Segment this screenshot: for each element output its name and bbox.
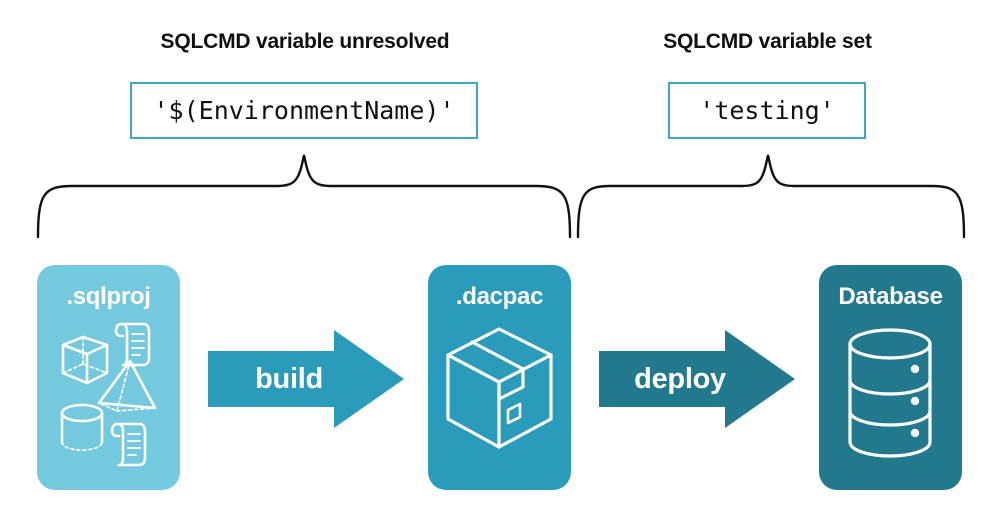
arrow-label-deploy: deploy — [634, 362, 726, 395]
brace-group — [36, 154, 966, 239]
arrow-build: build — [208, 330, 404, 428]
pyramid-icon — [97, 359, 157, 412]
group-heading-unresolved: SQLCMD variable unresolved — [160, 30, 450, 53]
sqlcmd-value-set: 'testing' — [668, 82, 866, 139]
sqlproj-artwork — [60, 322, 157, 467]
stage-label-database: Database — [838, 283, 943, 310]
brace-left-icon — [36, 154, 572, 239]
stage-box-database: Database — [819, 265, 962, 490]
cube-icon — [61, 335, 109, 385]
script-icon — [110, 422, 147, 467]
arrow-label-build: build — [255, 362, 323, 395]
arrow-deploy: deploy — [599, 330, 795, 428]
group-heading-set: SQLCMD variable set — [663, 30, 872, 53]
stage-label-sqlproj: .sqlproj — [66, 283, 151, 310]
script-icon — [114, 322, 151, 367]
database-artwork — [848, 328, 932, 458]
arrow-right-icon — [599, 330, 795, 428]
package-box-icon — [446, 327, 553, 449]
arrow-right-icon — [208, 330, 404, 428]
brace-right-icon — [576, 154, 966, 239]
stage-box-sqlproj: .sqlproj — [37, 265, 180, 490]
dacpac-artwork — [446, 327, 553, 449]
stage-box-dacpac: .dacpac — [428, 265, 571, 490]
sqlcmd-value-unresolved: '$(EnvironmentName)' — [130, 82, 478, 139]
stage-label-dacpac: .dacpac — [455, 283, 544, 310]
database-cylinder-icon — [848, 328, 932, 458]
cylinder-icon — [60, 403, 104, 451]
